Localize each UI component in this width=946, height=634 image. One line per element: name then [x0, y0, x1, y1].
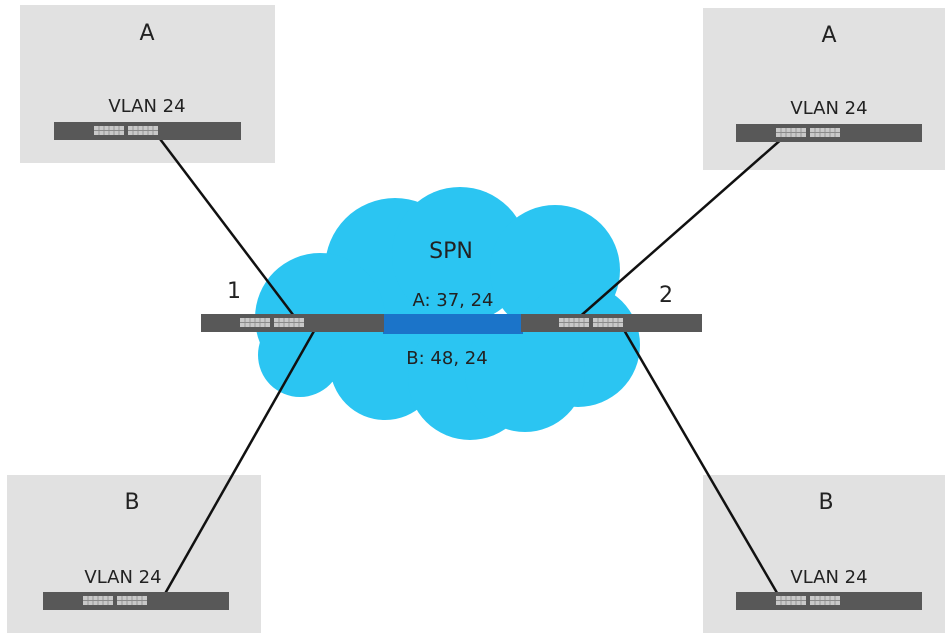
switch-2 — [521, 314, 702, 332]
switch-1 — [201, 314, 384, 332]
switch-label-1: 1 — [227, 279, 241, 304]
site-label-bottom-left: B — [124, 490, 139, 515]
link-switch-1-to-site-b-left — [160, 323, 320, 600]
site-label-bottom-right: B — [818, 490, 833, 515]
switch-bottom-right — [736, 592, 922, 610]
switch-bottom-left — [43, 592, 229, 610]
link-switch-2-to-site-b-right — [622, 329, 782, 599]
vlan-label-bottom-left: VLAN 24 — [84, 567, 161, 588]
spn-tunnel-bar — [383, 314, 523, 334]
switch-label-2: 2 — [659, 283, 673, 308]
site-label-top-left: A — [139, 21, 154, 46]
site-label-top-right: A — [821, 23, 836, 48]
vlan-label-top-right: VLAN 24 — [790, 98, 867, 119]
link-site-a-left-to-switch-1 — [156, 134, 298, 321]
vlan-label-bottom-right: VLAN 24 — [790, 567, 867, 588]
site-box-top-right — [703, 8, 945, 170]
tunnel-label-a: A: 37, 24 — [412, 290, 493, 311]
link-switch-2-to-site-a-right — [575, 136, 785, 321]
vlan-label-top-left: VLAN 24 — [108, 96, 185, 117]
switch-top-left — [54, 122, 241, 140]
switch-top-right — [736, 124, 922, 142]
tunnel-label-b: B: 48, 24 — [406, 348, 487, 369]
cloud-label: SPN — [429, 239, 473, 264]
